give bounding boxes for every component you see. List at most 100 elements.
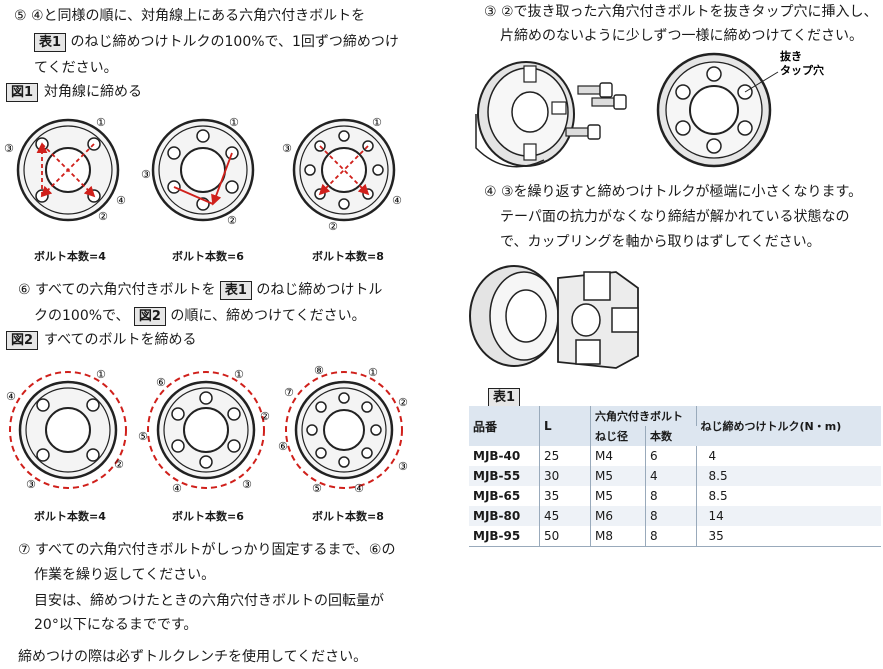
fig1-flange-8: ① ② ③ ④ <box>282 116 402 233</box>
coupling-side-view <box>475 61 575 168</box>
cell-thread: M8 <box>590 526 646 547</box>
fig2-caption-6: ボルト本数=6 <box>172 510 244 523</box>
step7-line1: ⑦ すべての六角穴付きボルトがしっかり固定するまで、⑥の <box>18 542 396 558</box>
step3-line1: ③ ②で抜き取った六角穴付きボルトを抜きタップ穴に挿入し、 <box>484 4 878 20</box>
svg-text:②: ② <box>328 220 338 233</box>
fig2-flange-6: ⑥ ① ② ③ ④ ⑤ <box>138 368 270 495</box>
fig1-label: 図1 <box>6 83 39 102</box>
cell-torque: 8.5 <box>696 486 881 506</box>
svg-text:②: ② <box>227 214 237 227</box>
cell-torque: 35 <box>696 526 881 547</box>
svg-text:①: ① <box>368 366 378 379</box>
step6-fig-ref: 図2 <box>133 307 166 326</box>
table1-label: 表1 <box>488 388 521 407</box>
tap-hole-label-2: タップ穴 <box>780 63 824 77</box>
table1-ref-label: 表1 <box>34 33 67 52</box>
cell-count: 8 <box>645 506 697 526</box>
cell-count: 6 <box>645 446 697 466</box>
bolt-icon-1 <box>577 82 613 98</box>
flange-front-view <box>656 52 779 168</box>
step5-line2: 表1 のねじ締めつけトルクの100%で、1回ずつ締めつけ <box>34 30 399 54</box>
svg-text:②: ② <box>398 396 408 409</box>
svg-text:①: ① <box>229 116 239 129</box>
svg-text:①: ① <box>96 116 106 129</box>
col-header-model: 品番 <box>469 406 540 446</box>
coupling-jaw <box>557 271 639 369</box>
table1-label-wrap: 表1 <box>488 386 521 407</box>
bolt-icon-2 <box>591 94 627 110</box>
svg-text:②: ② <box>98 210 108 223</box>
svg-text:⑥: ⑥ <box>278 440 288 453</box>
fig1-caption-4: ボルト本数=4 <box>34 250 106 263</box>
svg-text:①: ① <box>234 368 244 381</box>
svg-text:④: ④ <box>116 194 126 207</box>
svg-text:⑦: ⑦ <box>284 386 294 399</box>
cell-torque: 14 <box>696 506 881 526</box>
cell-length: 25 <box>539 446 591 466</box>
svg-text:④: ④ <box>354 482 364 495</box>
col-header-length: L <box>539 406 591 446</box>
cell-torque: 8.5 <box>696 466 881 486</box>
step7-line2: 作業を繰り返してください。 <box>34 567 216 583</box>
fig2-flange-8: ⑧ ① ⑦ ② ⑥ ③ ⑤ ④ <box>278 364 408 495</box>
cell-thread: M6 <box>590 506 646 526</box>
step5-line3: てください。 <box>34 60 118 76</box>
cell-thread: M5 <box>590 466 646 486</box>
fig1-flange-4: ① ② ③ ④ <box>4 116 126 223</box>
svg-text:③: ③ <box>141 168 151 181</box>
col-header-count: 本数 <box>645 426 696 446</box>
cell-thread: M5 <box>590 486 646 506</box>
svg-text:②: ② <box>114 458 124 471</box>
svg-text:④: ④ <box>6 390 16 403</box>
fig1-title: 図1 対角線に締める <box>6 82 142 102</box>
cell-count: 8 <box>645 486 697 506</box>
tap-hole-label-1: 抜き <box>780 49 802 63</box>
bolt-icon-3 <box>565 124 601 140</box>
hub-ring <box>469 265 559 367</box>
fig2-caption-4: ボルト本数=4 <box>34 510 106 523</box>
fig2-diagram: ① ② ③ ④ ⑥ ① ② ③ ④ ⑤ ⑧ ① ⑦ <box>6 364 408 495</box>
cell-model: MJB-40 <box>469 446 540 466</box>
step4-line3: で、カップリングを軸から取りはずしてください。 <box>500 234 821 250</box>
torque-spec-table: 品番 L 六角穴付きボルト ねじ締めつけトルク(N・m) ねじ径 本数 MJB-… <box>469 406 881 547</box>
col-header-torque: ねじ締めつけトルク(N・m) <box>696 406 881 446</box>
torque-wrench-note: 締めつけの際は必ずトルクレンチを使用してください。 <box>18 649 368 665</box>
cell-length: 50 <box>539 526 591 547</box>
cell-length: 35 <box>539 486 591 506</box>
cell-model: MJB-65 <box>469 486 540 506</box>
step3-line2: 片締めのないように少しずつ一様に締めつけてください。 <box>500 28 864 44</box>
step7-line4: 20°以下になるまでです。 <box>34 617 198 633</box>
step4-line1: ④ ③を繰り返すと締めつけトルクが極端に小さくなります。 <box>484 184 863 200</box>
fig1-caption-6: ボルト本数=6 <box>172 250 244 263</box>
step6-line1: ⑥ すべての六角穴付きボルトを 表1 のねじ締めつけトル <box>18 278 382 302</box>
step6-line1-post: のねじ締めつけトル <box>256 282 383 298</box>
svg-text:④: ④ <box>172 482 182 495</box>
step6-line1-pre: ⑥ すべての六角穴付きボルトを <box>18 282 216 298</box>
cell-model: MJB-80 <box>469 506 540 526</box>
cell-length: 45 <box>539 506 591 526</box>
step4-illustration <box>469 265 639 369</box>
svg-text:①: ① <box>96 368 106 381</box>
svg-text:⑤: ⑤ <box>312 482 322 495</box>
cell-count: 8 <box>645 526 697 547</box>
step6-table-ref: 表1 <box>219 281 252 300</box>
fig1-title-text: 対角線に締める <box>44 84 143 100</box>
step7-line3: 目安は、締めつけたときの六角穴付きボルトの回転量が <box>34 593 384 609</box>
step5-line1: ⑤ ④と同様の順に、対角線上にある六角穴付きボルトを <box>14 8 366 24</box>
fig2-label: 図2 <box>6 331 39 350</box>
step3-illustration: 抜き タップ穴 <box>475 49 824 168</box>
svg-text:②: ② <box>260 410 270 423</box>
fig2-flange-4: ① ② ③ ④ <box>6 368 127 491</box>
fig1-flange-6: ① ② ③ <box>141 116 255 227</box>
step5-line2-text: のねじ締めつけトルクの100%で、1回ずつ締めつけ <box>70 34 399 50</box>
cell-thread: M4 <box>590 446 646 466</box>
svg-text:③: ③ <box>282 142 292 155</box>
cell-model: MJB-95 <box>469 526 540 547</box>
svg-text:③: ③ <box>26 478 36 491</box>
